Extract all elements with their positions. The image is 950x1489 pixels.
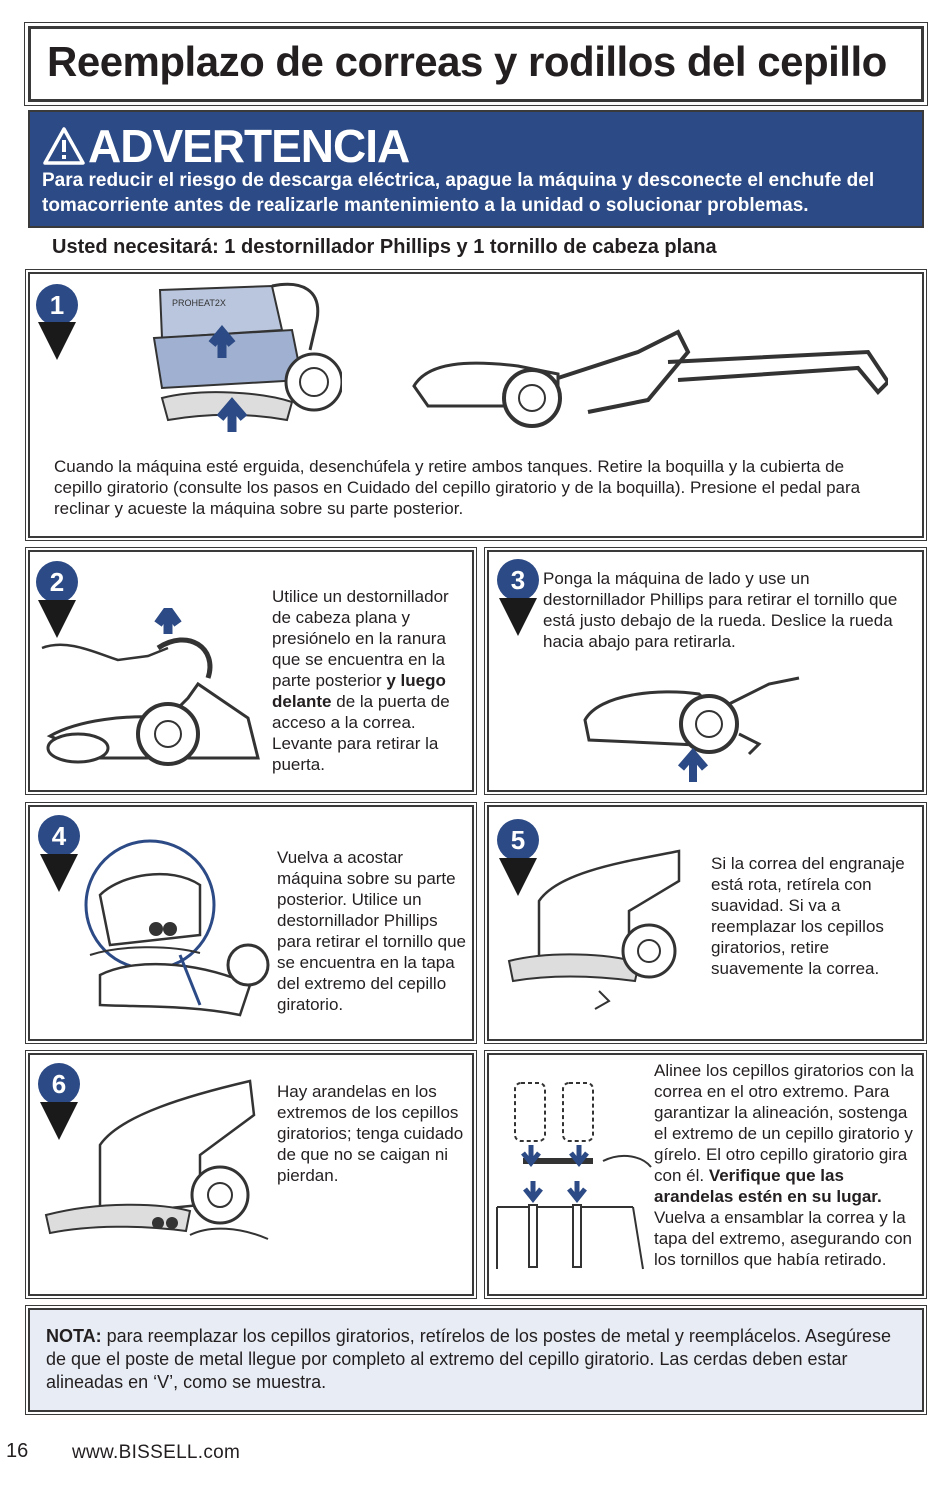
step-1-badge: 1 [36,284,78,326]
step-arrow-icon [499,858,537,896]
note-label: NOTA: [46,1326,102,1346]
step-arrow-icon [38,600,76,638]
step-2-belt-door-illustration [41,608,260,766]
page-title: Reemplazo de correas y rodillos del cepi… [47,38,887,85]
step-4-text: Vuelva a acostar máquina sobre su parte … [277,848,466,1014]
step-6-badge: 6 [38,1063,80,1105]
step-3-wheel-removal-illustration [583,676,800,782]
step-1-upright-machine-illustration: PROHEAT2X [152,282,342,432]
step-1-reclined-machine-illustration [412,329,888,428]
step-5-belt-removal-illustration [507,849,681,1010]
warning-box: ADVERTENCIA Para reducir el riesgo de de… [28,110,924,228]
warning-heading: ADVERTENCIA [88,120,410,172]
step-4-end-cap-screw-illustration [84,839,270,1017]
step-7-brush-alignment-illustration [496,1082,652,1270]
warning-heading-row: ADVERTENCIA [42,118,410,174]
page-number: 16 [6,1440,29,1462]
step-6-panel: 6 Hay arandelas en los extremos de los c… [25,1050,477,1299]
step-2-text-bold: y luego delante [272,671,446,711]
title-box: Reemplazo de correas y rodillos del cepi… [24,22,928,106]
step-7-text: Alinee los cepillos giratorios con la co… [654,1060,920,1270]
step-7-panel: Alinee los cepillos giratorios con la co… [484,1050,927,1299]
step-2-text-part-2: de la puerta de acceso a la correa. Leva… [272,692,450,774]
step-1-text: Cuando la máquina esté erguida, desenchú… [54,457,861,518]
step-6-washers-illustration [44,1079,269,1240]
step-arrow-icon [40,1102,78,1140]
step-3-text: Ponga la máquina de lado y use un destor… [543,569,898,651]
step-1-logo-text: PROHEAT2X [172,298,226,308]
warning-text: Para reducir el riesgo de descarga eléct… [42,170,875,216]
step-1-panel: 1 PROHEAT2X Cuando la máquina esté ergui… [25,269,927,541]
step-7-text-bold: Verifique que las arandelas estén en su … [654,1166,882,1206]
tools-needed: Usted necesitará: 1 destornillador Phill… [52,236,717,258]
step-arrow-icon [38,322,76,360]
step-3-badge: 3 [497,559,539,601]
note-text: NOTA: para reemplazar los cepillos girat… [46,1325,906,1394]
step-2-panel: 2 Utilice un destornillador de cabeza pl… [25,547,477,795]
step-5-panel: 5 Si la correa del engranaje está rota, … [484,802,927,1044]
step-arrow-icon [499,598,537,636]
step-3-panel: 3 Ponga la máquina de lado y use un dest… [484,547,927,795]
note-body: para reemplazar los cepillos giratorios,… [46,1326,892,1392]
step-2-badge: 2 [36,561,78,603]
step-7-text-part-2: Vuelva a ensamblar la correa y la tapa d… [654,1208,913,1269]
step-arrow-icon [40,854,78,892]
step-2-text-part-1: Utilice un destornillador de cabeza plan… [272,587,449,690]
step-5-text: Si la correa del engranaje está rota, re… [711,854,905,978]
step-2-text: Utilice un destornillador de cabeza plan… [272,586,468,775]
step-4-badge: 4 [38,815,80,857]
step-4-panel: 4 Vuelva a acostar máquina sobre su part… [25,802,477,1044]
step-6-text: Hay arandelas en los extremos de los cep… [277,1082,464,1185]
step-5-badge: 5 [497,819,539,861]
note-box: NOTA: para reemplazar los cepillos girat… [25,1305,927,1415]
footer-url: www.BISSELL.com [72,1442,241,1463]
step-7-text-part-1: Alinee los cepillos giratorios con la co… [654,1061,914,1185]
warning-triangle-icon [43,127,85,165]
